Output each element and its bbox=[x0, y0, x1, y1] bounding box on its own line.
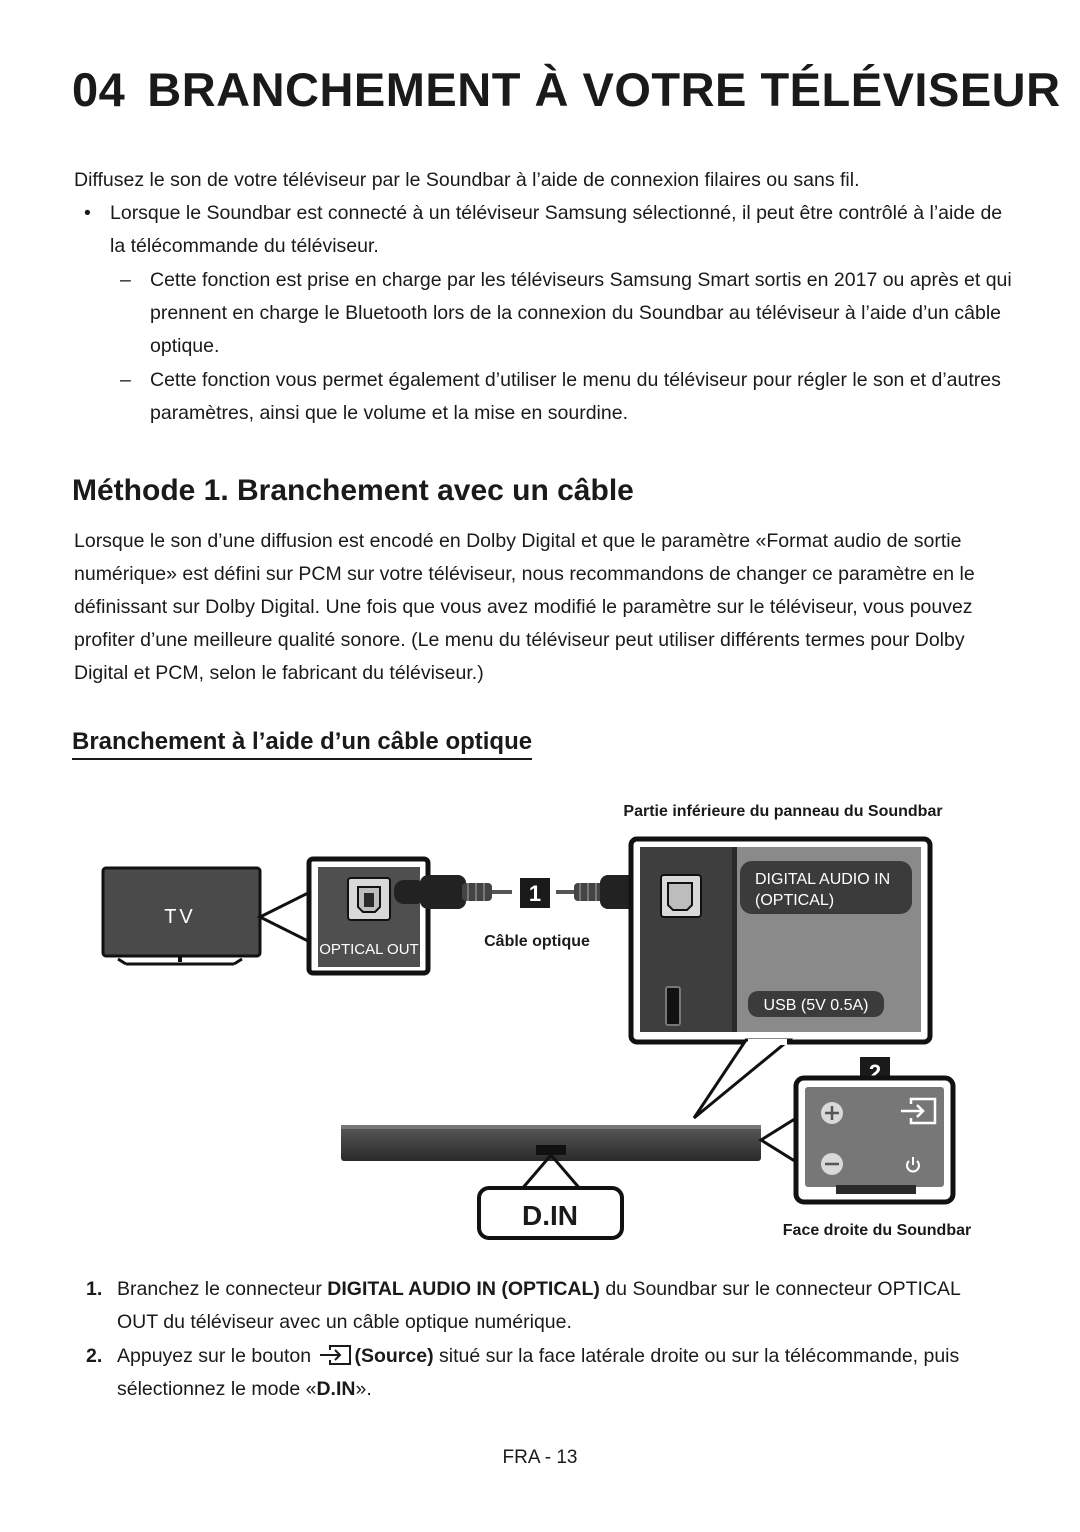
note-text: Cette fonction est prise en charge par l… bbox=[150, 269, 1012, 357]
soundbar-right-side bbox=[793, 1075, 956, 1205]
step-text: Branchez le connecteur DIGITAL AUDIO IN … bbox=[117, 1273, 1006, 1339]
method-heading: Méthode 1. Branchement avec un câble bbox=[72, 474, 634, 507]
source-label: (Source) bbox=[354, 1345, 434, 1367]
chapter-heading: 04 BRANCHEMENT À VOTRE TÉLÉVISEUR bbox=[72, 62, 1061, 117]
optical-out-label: OPTICAL OUT bbox=[319, 941, 418, 958]
soundbar-illustration bbox=[341, 1125, 761, 1161]
port-label-line1: DIGITAL AUDIO IN bbox=[755, 871, 890, 888]
method-paragraph: Lorsque le son d’une diffusion est encod… bbox=[74, 530, 975, 684]
source-button-icon bbox=[320, 1345, 352, 1365]
step-number: 1. bbox=[86, 1278, 103, 1300]
chapter-title: BRANCHEMENT À VOTRE TÉLÉVISEUR bbox=[147, 63, 1061, 116]
mode-name: D.IN bbox=[316, 1378, 356, 1400]
panel-caption: Partie inférieure du panneau du Soundbar bbox=[623, 803, 942, 820]
intro-paragraph: Diffusez le son de votre téléviseur par … bbox=[74, 169, 860, 191]
din-label: D.IN bbox=[522, 1200, 578, 1231]
subsection-heading: Branchement à l’aide d’un câble optique bbox=[72, 728, 533, 760]
note-marker: – bbox=[120, 269, 131, 291]
page-footer: FRA - 13 bbox=[502, 1447, 578, 1468]
step-2: 2. Appuyez sur le bouton (Source) situé … bbox=[86, 1340, 1006, 1406]
cable-label: Câble optique bbox=[484, 933, 590, 950]
tv-illustration: TV bbox=[101, 866, 262, 966]
soundbar-panel: DIGITAL AUDIO IN (OPTICAL) USB (5V 0.5A) bbox=[628, 836, 933, 1045]
connection-diagram: Partie inférieure du panneau du Soundbar… bbox=[101, 803, 971, 1240]
step-text-part: du Soundbar sur le connecteur OPTICAL OU… bbox=[117, 1278, 961, 1333]
bullet-marker: • bbox=[84, 202, 91, 224]
right-side-caption: Face droite du Soundbar bbox=[783, 1222, 971, 1239]
source-icon bbox=[901, 1097, 937, 1125]
note-item: – Cette fonction est prise en charge par… bbox=[120, 264, 1015, 363]
step-text-part: situé sur la face latérale droite ou sur… bbox=[117, 1345, 960, 1400]
step-text: Appuyez sur le bouton (Source) situé sur… bbox=[117, 1340, 1006, 1406]
tv-label: TV bbox=[164, 906, 196, 928]
bullet-item: • Lorsque le Soundbar est connecté à un … bbox=[84, 197, 1014, 263]
note-item: – Cette fonction vous permet également d… bbox=[120, 364, 1015, 430]
note-marker: – bbox=[120, 369, 131, 391]
step-text-part: Branchez le connecteur bbox=[117, 1278, 328, 1300]
step-number: 2. bbox=[86, 1345, 103, 1367]
step-badge-1: 1 bbox=[529, 881, 541, 906]
step-text-part: ». bbox=[355, 1378, 372, 1400]
power-icon bbox=[906, 1157, 920, 1173]
port-label-line2: (OPTICAL) bbox=[755, 892, 834, 909]
usb-label: USB (5V 0.5A) bbox=[764, 997, 869, 1014]
note-text: Cette fonction vous permet également d’u… bbox=[150, 369, 1001, 424]
connector-name: DIGITAL AUDIO IN (OPTICAL) bbox=[327, 1278, 600, 1300]
bullet-text: Lorsque le Soundbar est connecté à un té… bbox=[110, 202, 1003, 257]
optical-out-port: OPTICAL OUT bbox=[306, 856, 431, 976]
step-1: 1. Branchez le connecteur DIGITAL AUDIO … bbox=[86, 1273, 1006, 1339]
step-text-part: Appuyez sur le bouton bbox=[117, 1345, 317, 1367]
chapter-number: 04 bbox=[72, 63, 126, 116]
